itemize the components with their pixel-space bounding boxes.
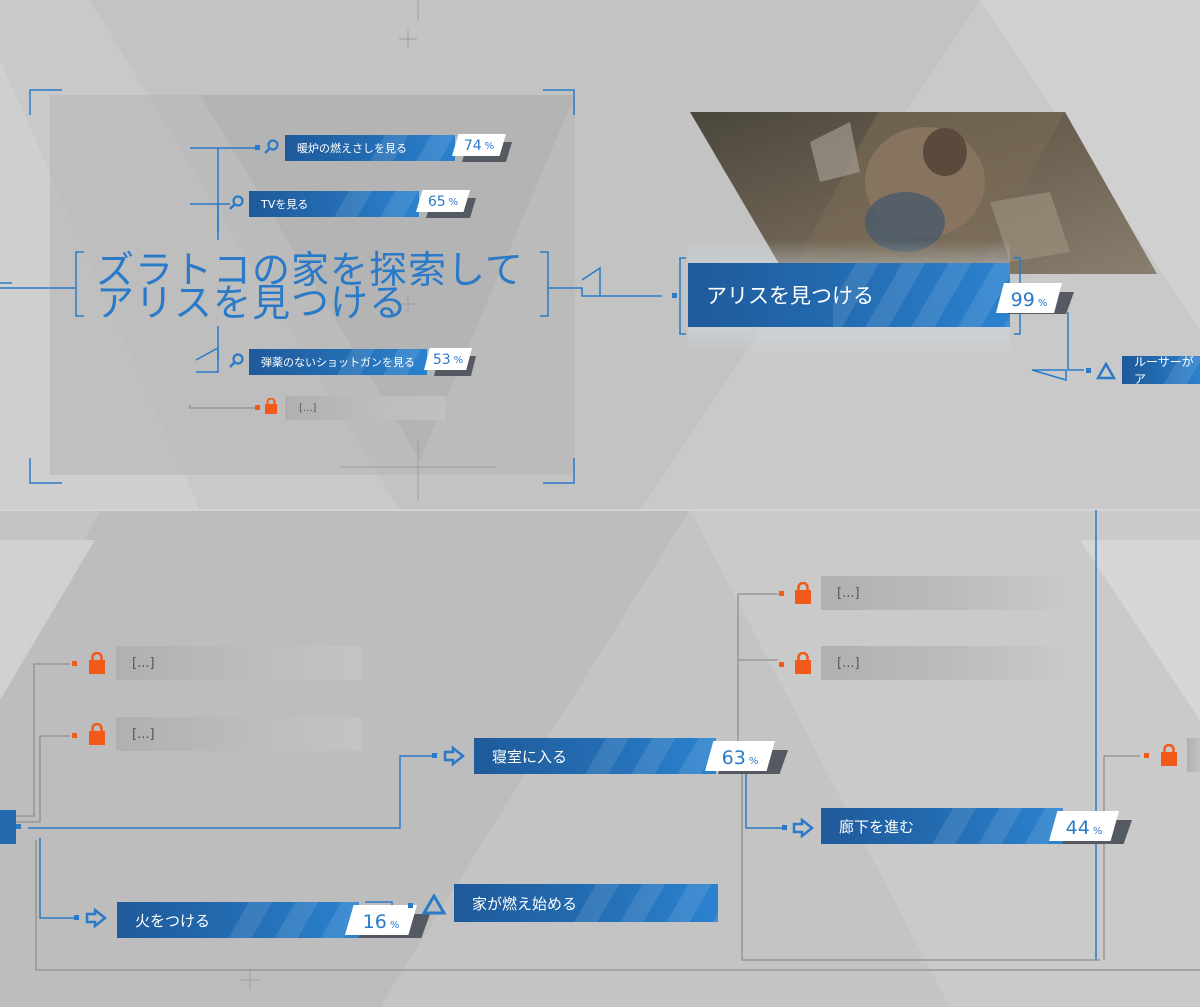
- triangle-icon: [1096, 362, 1116, 380]
- scene-photo: [690, 112, 1157, 274]
- percent-badge: 44%: [1049, 811, 1119, 841]
- lock-icon: [265, 398, 277, 414]
- locked-dot: [779, 591, 784, 596]
- locked-choice-3: [...]: [821, 576, 1063, 610]
- outcome-house-burns[interactable]: 家が燃え始める: [454, 884, 718, 922]
- locked-choice-1: [...]: [116, 646, 361, 680]
- search-icon: [229, 195, 244, 210]
- choice-locked: [...]: [285, 396, 445, 420]
- arrow-right-icon: [85, 908, 107, 928]
- node-dot: [16, 824, 21, 829]
- lock-icon: [795, 582, 811, 604]
- node-dot: [432, 753, 437, 758]
- node-dot: [782, 825, 787, 830]
- chapter-title-line2: アリスを見つける: [96, 281, 409, 325]
- lock-icon: [1161, 744, 1177, 766]
- arrow-right-icon: [792, 818, 814, 838]
- percent-badge: 99%: [996, 283, 1062, 313]
- percent-badge: 16%: [345, 905, 417, 935]
- locked-dot: [1144, 753, 1149, 758]
- choice-look-shotgun[interactable]: 弾薬のないショットガンを見る: [249, 349, 427, 375]
- locked-dot: [255, 405, 260, 410]
- search-icon: [229, 353, 244, 368]
- lock-icon: [89, 723, 105, 745]
- node-dot: [408, 903, 413, 908]
- locked-dot: [779, 662, 784, 667]
- locked-dot: [72, 661, 77, 666]
- percent-badge: 74%: [452, 134, 506, 156]
- choice-look-tv[interactable]: TVを見る: [249, 191, 419, 217]
- main-objective-find-alice[interactable]: アリスを見つける: [688, 263, 1010, 327]
- percent-badge: 53%: [424, 348, 472, 370]
- choice-go-hallway[interactable]: 廊下を進む: [821, 808, 1063, 844]
- locked-choice-5: [1187, 738, 1200, 772]
- locked-choice-4: [...]: [821, 646, 1063, 680]
- chapter-title-line1: ズラトコの家を探索して: [96, 248, 524, 292]
- percent-badge: 65%: [416, 190, 470, 212]
- triangle-icon: [422, 894, 446, 915]
- node-dot: [74, 915, 79, 920]
- ending-node-luther[interactable]: ルーサーがア: [1122, 356, 1200, 384]
- lock-icon: [795, 652, 811, 674]
- node-dot: [1086, 368, 1091, 373]
- locked-dot: [72, 733, 77, 738]
- node-dot: [255, 145, 260, 150]
- percent-badge: 63%: [705, 741, 775, 771]
- choice-look-embers[interactable]: 暖炉の燃えさしを見る: [285, 135, 455, 161]
- locked-choice-2: [...]: [116, 717, 361, 751]
- node-dot: [672, 293, 677, 298]
- lock-icon: [89, 652, 105, 674]
- search-icon: [264, 139, 279, 154]
- previous-node-edge: [0, 810, 16, 844]
- choice-enter-bedroom[interactable]: 寝室に入る: [474, 738, 716, 774]
- choice-light-fire[interactable]: 火をつける: [117, 902, 359, 938]
- arrow-right-icon: [443, 746, 465, 766]
